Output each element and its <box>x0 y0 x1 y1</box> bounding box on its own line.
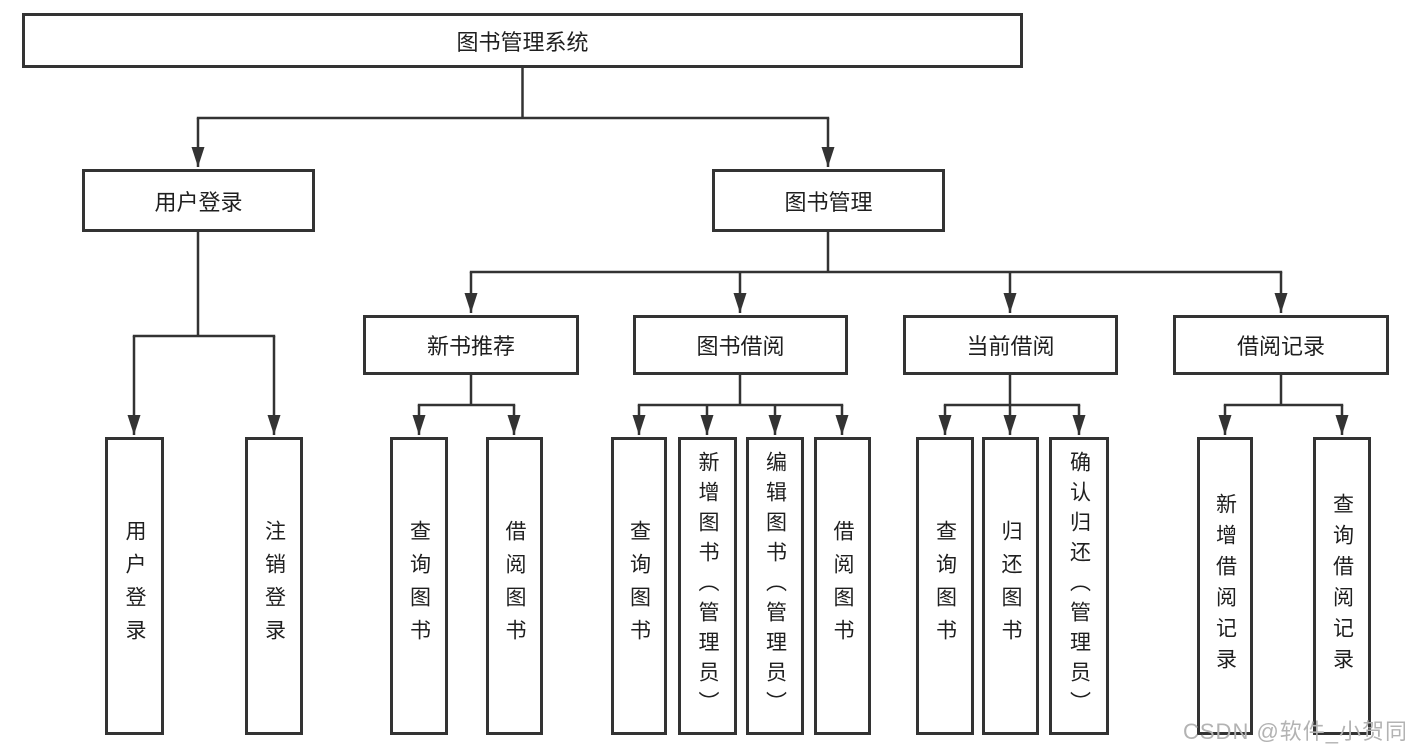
node-borrowing-records: 借阅记录 <box>1173 315 1389 375</box>
leaf-add-books-admin: 新增图书（管理员） <box>678 437 737 735</box>
node-current-borrowing: 当前借阅 <box>903 315 1118 375</box>
leaf-edit-books-admin: 编辑图书（管理员） <box>746 437 804 735</box>
leaf-query-borrow-record: 查询借阅记录 <box>1313 437 1371 735</box>
leaf-return-books: 归还图书 <box>982 437 1039 735</box>
leaf-borrow-books-borrowing: 借阅图书 <box>814 437 871 735</box>
node-user-login-branch: 用户登录 <box>82 169 315 232</box>
node-book-borrowing: 图书借阅 <box>633 315 848 375</box>
leaf-query-books-current: 查询图书 <box>916 437 974 735</box>
leaf-add-borrow-record: 新增借阅记录 <box>1197 437 1253 735</box>
node-root-system: 图书管理系统 <box>22 13 1023 68</box>
csdn-watermark: CSDN @软件_小贺同学 <box>1183 719 1405 744</box>
node-book-management-branch: 图书管理 <box>712 169 945 232</box>
leaf-query-books-recommend: 查询图书 <box>390 437 448 735</box>
node-new-book-recommend: 新书推荐 <box>363 315 579 375</box>
leaf-query-books-borrowing: 查询图书 <box>611 437 667 735</box>
leaf-user-login: 用户登录 <box>105 437 164 735</box>
leaf-confirm-return-admin: 确认归还（管理员） <box>1049 437 1109 735</box>
leaf-logout: 注销登录 <box>245 437 303 735</box>
leaf-borrow-books-recommend: 借阅图书 <box>486 437 543 735</box>
